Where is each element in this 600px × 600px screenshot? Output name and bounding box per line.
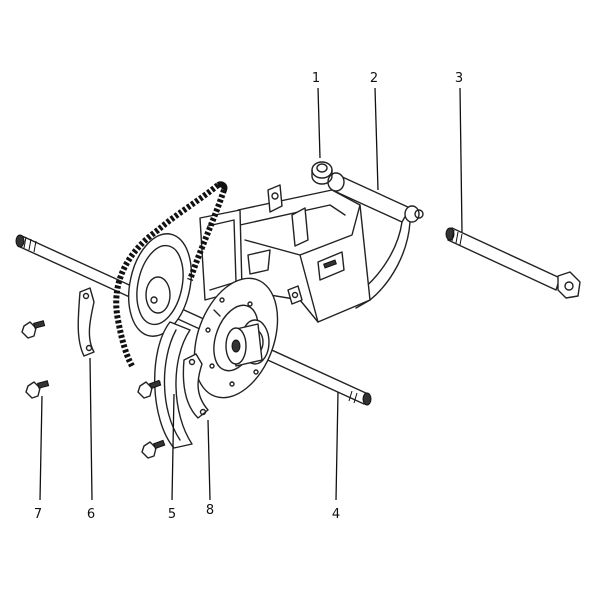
leader-line-5: [171, 393, 175, 501]
bushing: [311, 161, 333, 185]
bearing-hub: [225, 319, 270, 367]
leader-line-7: [39, 395, 43, 501]
guard-bolt-upper: [137, 379, 162, 399]
guard-bolt-lower: [141, 439, 166, 459]
callout-8: 8: [206, 503, 214, 518]
pivot-bolt: [445, 227, 581, 299]
brake-disc-guard: [154, 321, 193, 449]
callout-3: 3: [455, 71, 463, 86]
rear-sprocket: [128, 233, 192, 337]
clamp-bolt-upper: [21, 320, 46, 339]
callout-5: 5: [168, 507, 176, 522]
leader-line-6: [89, 357, 93, 501]
leader-line-1: [317, 87, 321, 159]
axle-clamp-right: [182, 353, 209, 419]
callout-7: 7: [34, 507, 42, 522]
callout-1: 1: [312, 71, 320, 86]
drive-chain: [113, 181, 228, 368]
leader-line-2: [374, 87, 379, 191]
leader-line-4: [335, 391, 339, 501]
callout-2: 2: [370, 71, 378, 86]
callout-4: 4: [332, 507, 340, 522]
clamp-bolt-lower: [25, 380, 50, 399]
leader-line-8: [207, 419, 211, 501]
leader-line-3: [459, 87, 463, 233]
callout-6: 6: [87, 507, 95, 522]
axle-clamp-left: [77, 287, 95, 357]
